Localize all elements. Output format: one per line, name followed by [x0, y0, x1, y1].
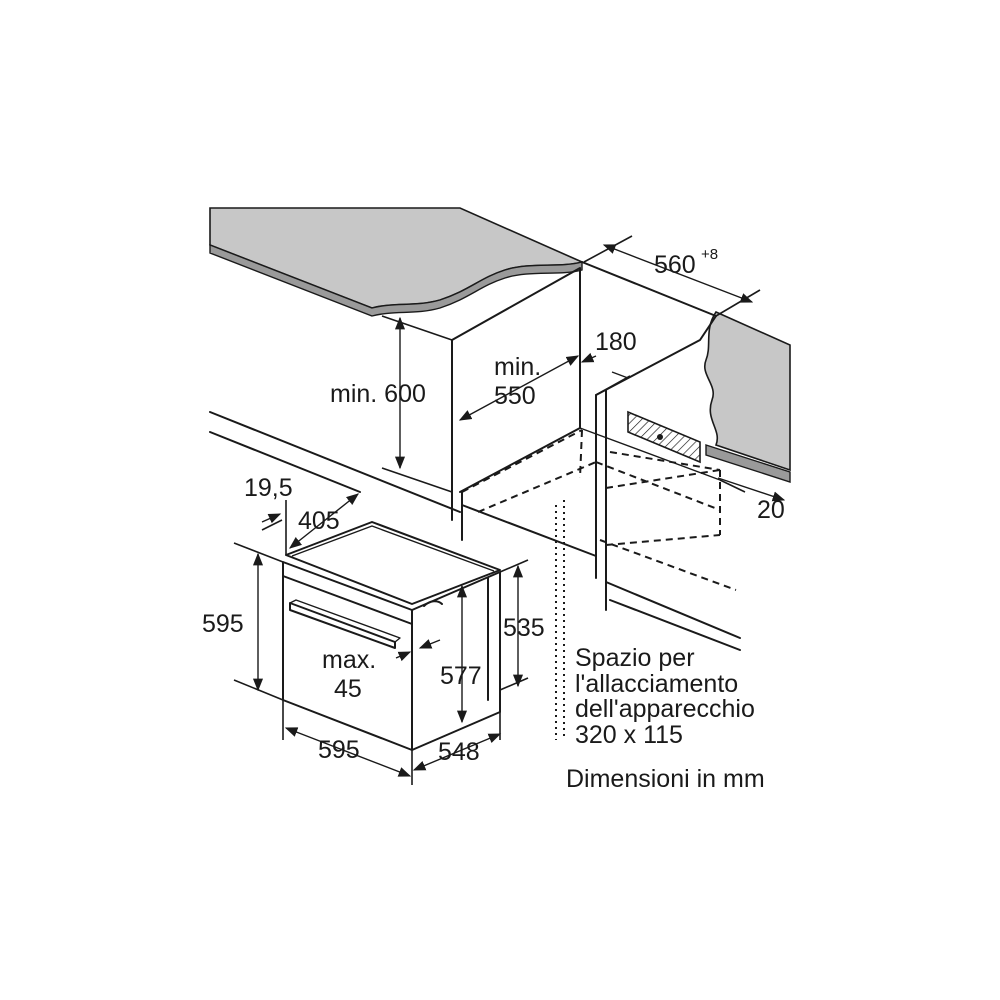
label-max: max. [322, 646, 376, 674]
dim-oven-top [261, 493, 359, 555]
label-560: 560 [654, 251, 696, 279]
dim-548 [412, 712, 502, 771]
dim-595-width [282, 700, 413, 785]
units-note: Dimensioni in mm [566, 765, 765, 793]
label-560-tolerance: +8 [701, 246, 718, 263]
connection-box [627, 410, 701, 464]
connection-socket [657, 434, 663, 440]
label-577: 577 [440, 662, 482, 690]
dim-20 [717, 477, 786, 502]
hidden-edges [461, 429, 737, 591]
note-line-1: Spazio per [575, 644, 695, 672]
cabinet-niche [209, 261, 741, 651]
label-min-550-line1: min. [494, 353, 541, 381]
countertop-right [703, 310, 791, 483]
dim-180 [580, 352, 631, 396]
dim-600 [381, 315, 453, 493]
dim-550 [458, 355, 580, 421]
label-20: 20 [757, 496, 785, 524]
label-19-5: 19,5 [244, 474, 293, 502]
dim-560 [583, 235, 761, 317]
dim-535 [499, 559, 529, 691]
note-line-4: 320 x 115 [575, 721, 683, 749]
dim-max45 [395, 639, 441, 662]
label-595-height: 595 [202, 610, 244, 638]
label-595-width: 595 [318, 736, 360, 764]
countertop-left [209, 207, 585, 317]
label-min-600: min. 600 [330, 380, 426, 408]
label-405: 405 [298, 507, 340, 535]
dim-595-height [233, 542, 284, 701]
note-line-3: dell'apparecchio [575, 695, 755, 723]
label-min-550-line2: 550 [494, 382, 536, 410]
oven [282, 521, 501, 751]
note-line-2: l'allacciamento [575, 670, 738, 698]
label-45: 45 [334, 675, 362, 703]
label-535: 535 [503, 614, 545, 642]
label-180: 180 [595, 328, 637, 356]
label-548: 548 [438, 738, 480, 766]
